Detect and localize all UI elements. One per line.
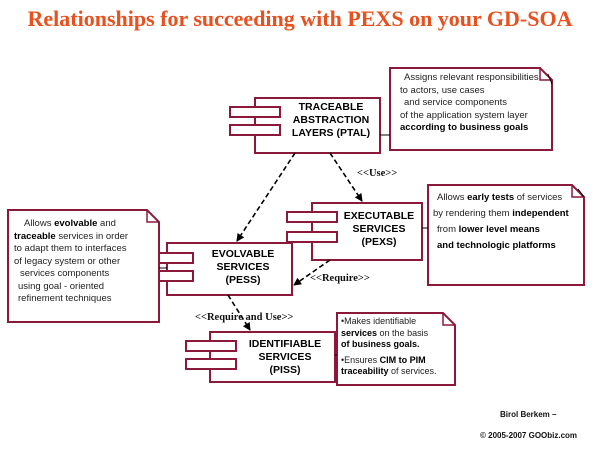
require-and-use-relation-label: <<Require and Use>> [195, 312, 294, 323]
piss-component[interactable] [185, 331, 336, 383]
pexs-note-line2: by rendering them independent [433, 208, 569, 219]
pexs-to-pess-arrow [293, 259, 331, 286]
pess-note-line4: of legacy system or other [14, 255, 121, 267]
ptal-note-line1: Assigns relevant responsibilities [404, 72, 539, 83]
piss-note-shape [336, 312, 456, 386]
pexs-note-shape [427, 184, 585, 286]
ptal-label-line3: LAYERS (PTAL) [291, 127, 371, 139]
pess-note-line5: services components [20, 268, 110, 279]
require-relation-label: <<Require>> [310, 273, 370, 284]
piss-label: IDENTIFIABLE SERVICES (PISS) [238, 338, 332, 377]
ptal-component[interactable] [229, 97, 381, 154]
pexs-note-line4: and technologic platforms [437, 240, 556, 251]
author-credit: Birol Berkem – [500, 410, 557, 419]
piss-note-bullet1-line1: •Makes identifiable [341, 316, 417, 326]
pess-note-line6: using goal - oriented [18, 280, 105, 292]
ptal-label: TRACEABLE ABSTRACTION LAYERS (PTAL) [285, 101, 377, 140]
pexs-note: Allows early tests of services by render… [433, 190, 581, 254]
piss-note-bullet1-line2: services on the basis [341, 327, 429, 338]
pexs-label-line3: (PEXS) [361, 236, 397, 248]
piss-label-line1: IDENTIFIABLE [248, 338, 322, 350]
ptal-note: Assigns relevant responsibilities to act… [400, 72, 548, 135]
pexs-note-tick [577, 188, 585, 198]
piss-note-bullet2-line1: •Ensures CIM to PIM [341, 354, 426, 365]
pess-note-line7: refinement techniques [18, 293, 112, 304]
pess-label: EVOLVABLE SERVICES (PESS) [196, 248, 290, 287]
piss-note-bullet2-line2: traceability of services. [341, 366, 437, 376]
piss-note-bullet1-line3: of business goals. [341, 339, 420, 349]
pexs-label-line1: EXECUTABLE [343, 210, 415, 222]
ptal-note-line4: of the application system layer [400, 109, 528, 121]
pexs-label-line2: SERVICES [352, 223, 406, 235]
pess-label-line2: SERVICES [216, 261, 270, 273]
ptal-note-line3: and service components [404, 97, 507, 108]
ptal-note-line5: according to business goals [400, 122, 529, 133]
ptal-label-line2: ABSTRACTION [292, 114, 370, 126]
pess-to-piss-arrow [227, 294, 251, 331]
pess-note-line1: Allows evolvable and [24, 218, 116, 229]
pexs-label: EXECUTABLE SERVICES (PEXS) [338, 210, 420, 249]
ptal-to-pess-arrow [236, 152, 296, 242]
pess-label-line3: (PESS) [225, 274, 261, 286]
ptal-label-line1: TRACEABLE [298, 101, 364, 113]
use-relation-label: <<Use>> [357, 168, 398, 179]
ptal-to-pexs-arrow [329, 152, 363, 202]
ptal-note-shape [389, 67, 553, 151]
pess-component[interactable] [142, 242, 293, 296]
pexs-component[interactable] [286, 202, 423, 261]
ptal-note-line2: to actors, use cases [400, 84, 485, 96]
copyright-credit: © 2005-2007 GOObiz.com [480, 431, 578, 440]
pess-note: Allows evolvable and traceable services … [14, 218, 156, 306]
piss-label-line2: SERVICES [258, 351, 312, 363]
pess-note-shape [7, 209, 160, 323]
ptal-note-tick [547, 73, 553, 85]
pess-note-line3: to adapt them to interfaces [14, 243, 127, 254]
pess-note-line2: traceable services in order [14, 230, 129, 242]
pexs-note-line1: Allows early tests of services [437, 192, 563, 203]
pexs-note-line3: from lower level means [437, 224, 540, 235]
diagram-title: Relationships for succeeding with PEXS o… [27, 6, 573, 31]
piss-note: •Makes identifiable services on the basi… [341, 316, 453, 378]
piss-label-line3: (PISS) [269, 364, 301, 376]
pess-label-line1: EVOLVABLE [211, 248, 275, 260]
